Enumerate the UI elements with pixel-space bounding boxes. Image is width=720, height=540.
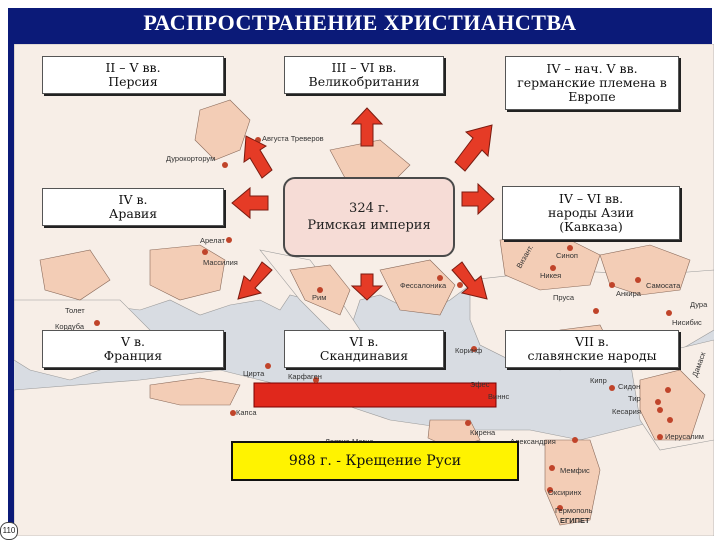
map-label-sinai: Виннс: [488, 392, 510, 401]
box-arabia-label: Аравия: [108, 206, 158, 221]
arrow-n: [350, 107, 384, 147]
map-label-massilia: Массилия: [203, 258, 238, 267]
map-label-arelat: Арелат: [200, 236, 225, 245]
map-label-hermopolis: Гермополь: [555, 506, 593, 515]
box-scandinavia-period: VI в.: [349, 334, 379, 349]
box-persia-label: Персия: [108, 74, 158, 89]
box-arabia: IV в. Аравия: [42, 188, 224, 226]
box-arabia-period: IV в.: [118, 192, 148, 207]
box-germanic-label: германские племена в: [517, 75, 667, 90]
map-label-sidon: Сидон: [618, 382, 641, 391]
box-britain: III – VI вв. Великобритания: [284, 56, 444, 94]
arrow-nw: [243, 135, 273, 179]
map-label-cyprus: Кипр: [590, 376, 607, 385]
box-germanic-label-2: Европе: [568, 89, 616, 104]
map-label-thessalonica: Фессалоника: [400, 281, 447, 290]
map-label-cirta: Цирта: [243, 369, 265, 378]
map-label-alexandria: Александрия: [510, 437, 556, 446]
box-caucasus-label: народы Азии: [548, 205, 634, 220]
map-label-capsa: Капса: [236, 408, 257, 417]
slide-number: 110: [0, 522, 18, 540]
box-france-period: V в.: [120, 334, 145, 349]
box-caucasus-label-2: (Кавказа): [559, 219, 623, 234]
map-label-sinope: Синоп: [556, 251, 578, 260]
box-britain-period: III – VI вв.: [331, 60, 397, 75]
box-persia: II – V вв. Персия: [42, 56, 224, 94]
map-label-nicaea: Никея: [540, 271, 562, 280]
arrow-s: [350, 273, 384, 301]
box-germanic-period: IV – нач. V вв.: [546, 61, 638, 76]
box-germanic: IV – нач. V вв. германские племена в Евр…: [505, 56, 679, 110]
box-caucasus-period: IV – VI вв.: [558, 191, 624, 206]
box-scandinavia: VI в. Скандинавия: [284, 330, 444, 368]
arrow-ne: [454, 124, 493, 172]
map-label-dura: Дура: [690, 300, 708, 309]
box-persia-period: II – V вв.: [105, 60, 161, 75]
box-france-label: Франция: [103, 348, 163, 363]
arrow-sw: [237, 261, 273, 300]
map-label-tolet: Толет: [65, 306, 85, 315]
box-britain-label: Великобритания: [308, 74, 420, 89]
map-label-jerusalem: Иерусалим: [665, 432, 704, 441]
map-label-corinth: Коринф: [455, 346, 483, 355]
box-caucasus: IV – VI вв. народы Азии (Кавказа): [502, 186, 680, 240]
rus-baptism-box: 988 г. - Крещение Руси: [231, 441, 519, 481]
box-slavs-period: VII в.: [575, 334, 609, 349]
map-label-trier: Августа Треверов: [262, 134, 324, 143]
map-label-durocortorum: Дурокорторум: [166, 154, 216, 163]
map-label-prusa: Пруса: [553, 293, 575, 302]
highlight-band: [253, 382, 497, 408]
roman-empire-box: 324 г. Римская империя: [283, 177, 455, 257]
slide-title: РАСПРОСТРАНЕНИЕ ХРИСТИАНСТВА: [143, 10, 577, 35]
map-label-memphis: Мемфис: [560, 466, 590, 475]
box-scandinavia-label: Скандинавия: [319, 348, 409, 363]
arrow-e: [461, 182, 495, 216]
rus-baptism-text: 988 г. - Крещение Руси: [288, 453, 462, 469]
map-label-ephesus: Эфес: [470, 380, 490, 389]
arrows: [231, 107, 495, 301]
box-slavs-label: славянские народы: [527, 348, 657, 363]
map-label-egypt: ЕГИПЕТ: [560, 516, 590, 525]
map-label-rome: Рим: [312, 293, 327, 302]
map-label-cordoba: Кордуба: [55, 322, 85, 331]
box-france: V в. Франция: [42, 330, 224, 368]
box-slavs: VII в. славянские народы: [505, 330, 679, 368]
map-label-caesarea: Кесария: [612, 407, 641, 416]
map-label-ancyra: Анкира: [616, 289, 641, 298]
map-label-nisibis: Нисибис: [672, 318, 702, 327]
map-label-cyrene: Кирена: [470, 428, 496, 437]
roman-empire-date: 324 г.: [349, 201, 389, 216]
map-label-oxyrhynchus: Оксиринх: [548, 488, 582, 497]
map-label-samosata: Самосата: [646, 281, 681, 290]
arrow-w: [231, 186, 269, 220]
roman-empire-label: Римская империя: [307, 218, 431, 233]
city-dots: [94, 137, 673, 511]
map-label-carthage: Карфаген: [288, 372, 322, 381]
map-label-tyre: Тир: [628, 394, 641, 403]
arrow-se: [451, 261, 488, 300]
